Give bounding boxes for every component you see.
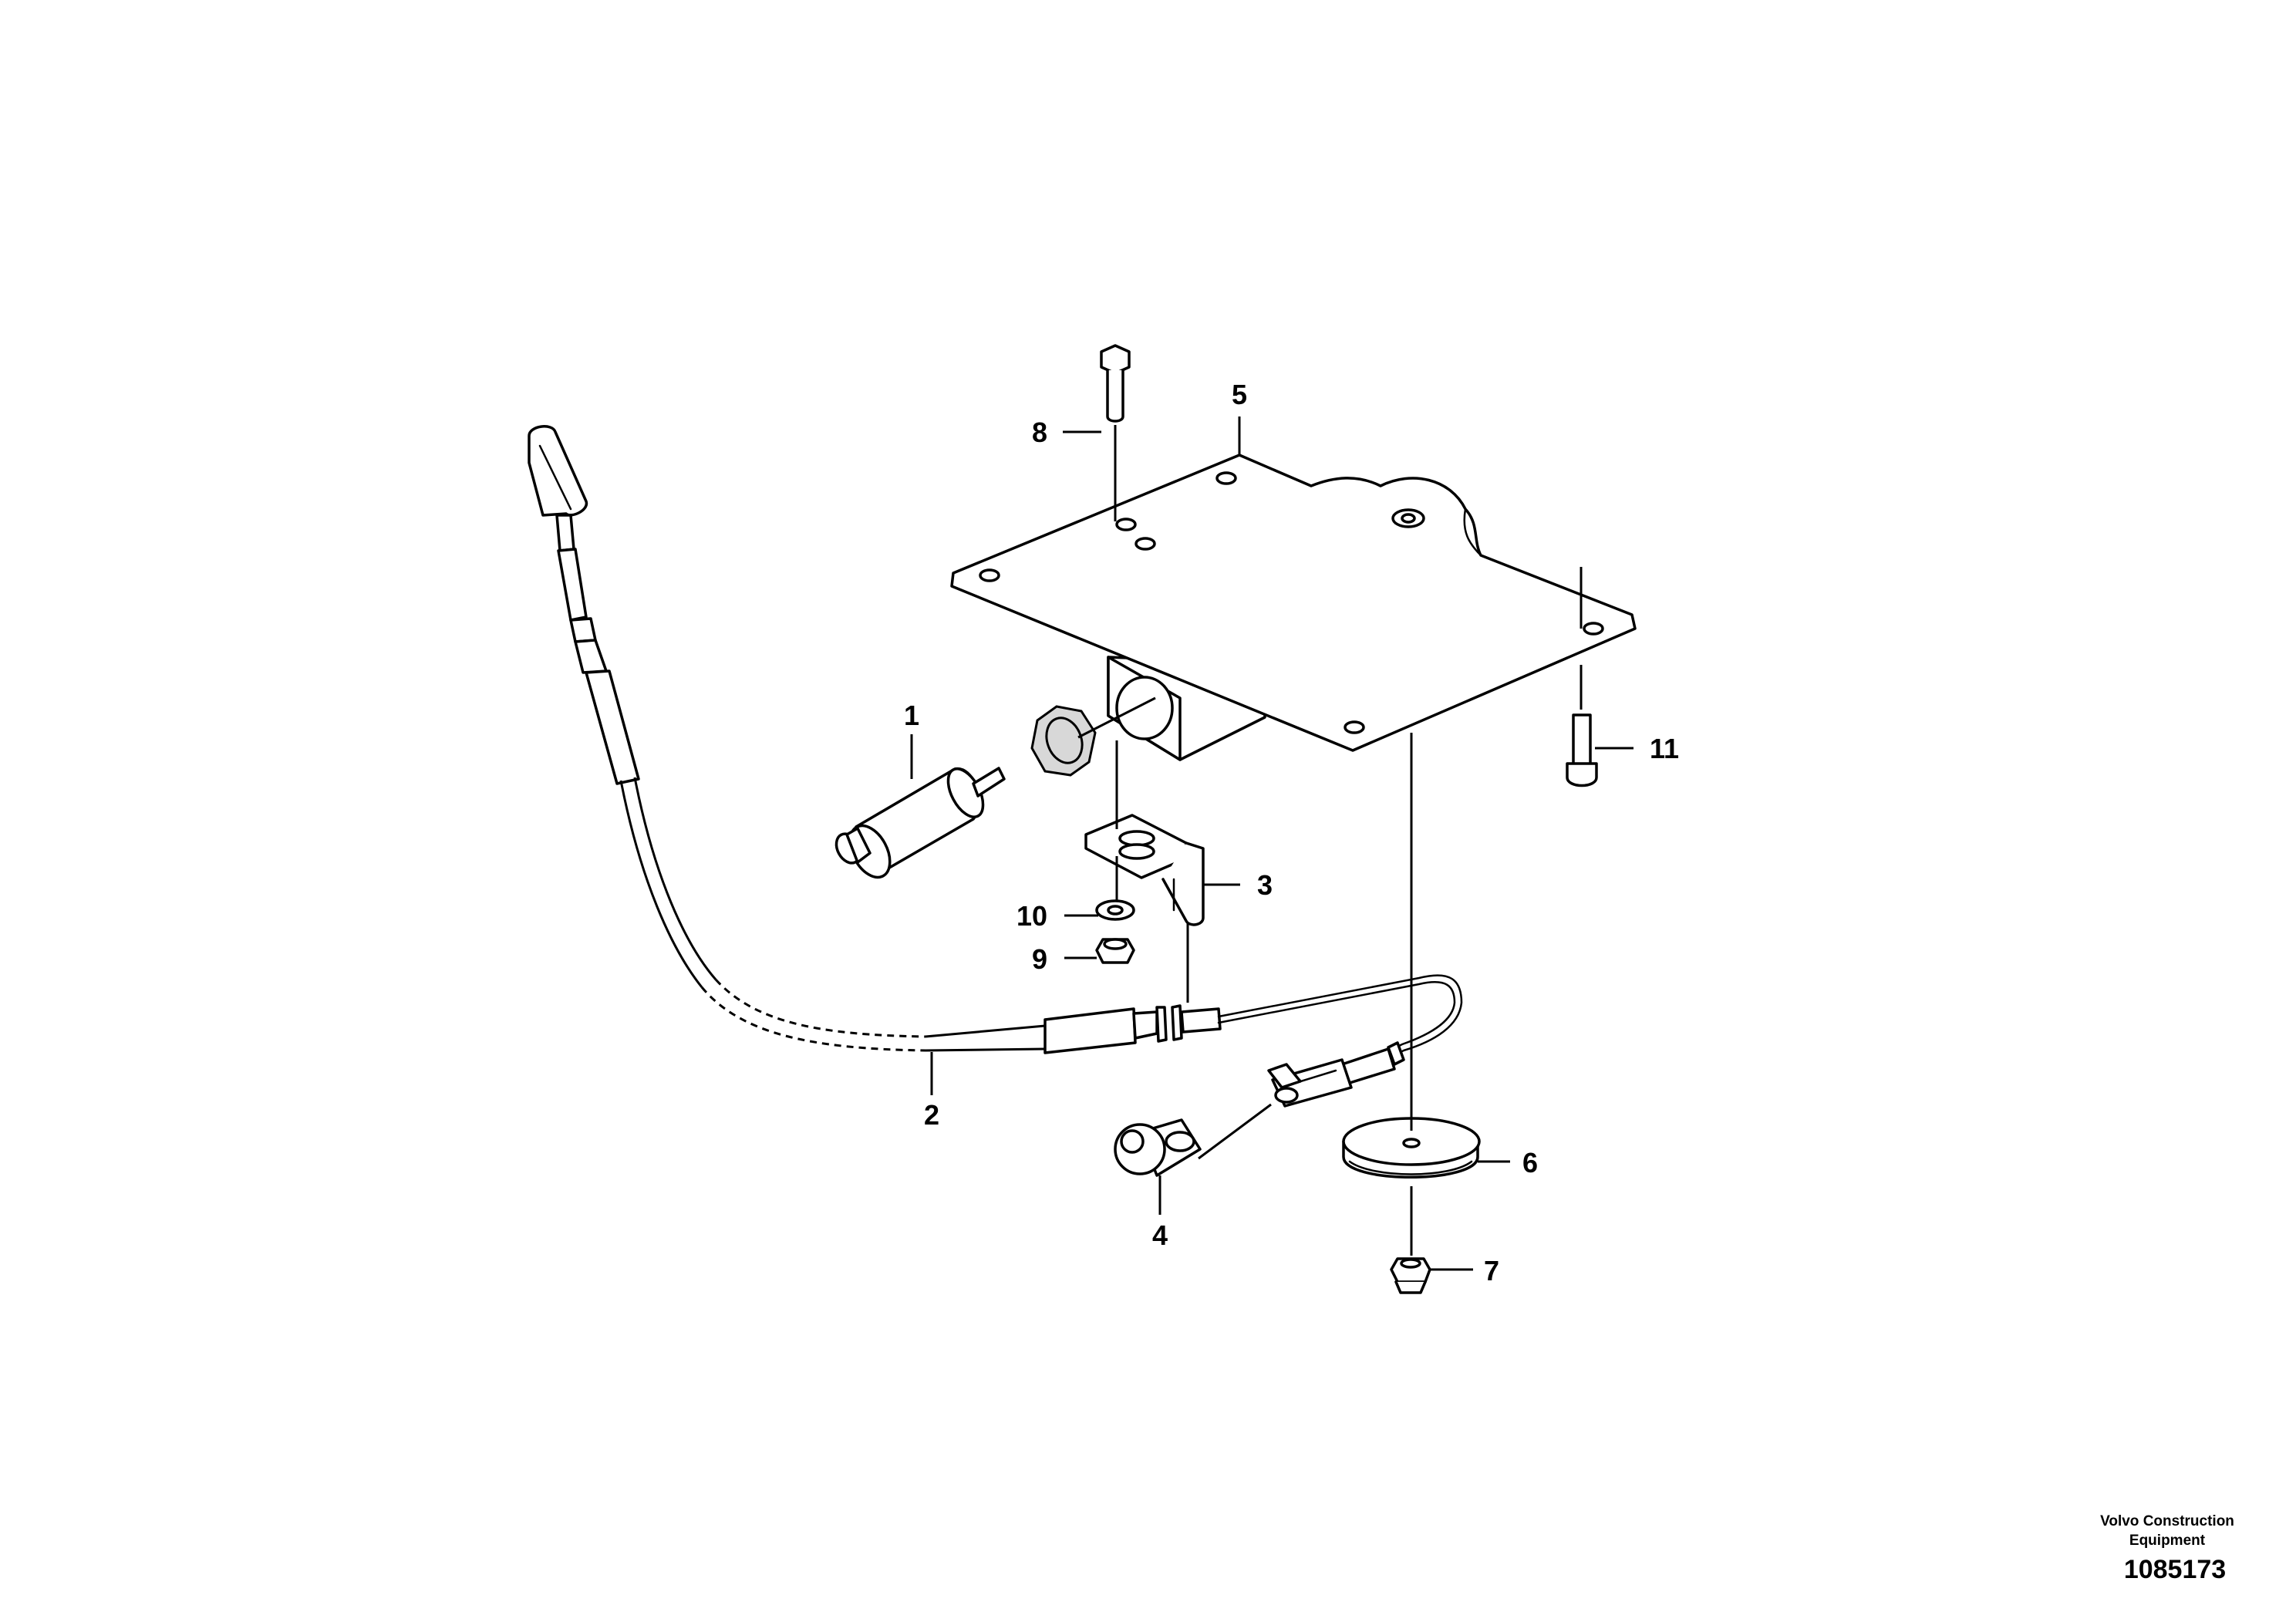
switch <box>834 767 1006 879</box>
lock-nut <box>1095 938 1135 964</box>
rubber-mount <box>1342 1117 1481 1179</box>
mounting-plate <box>950 454 1637 761</box>
callout-1: 1 <box>904 700 919 731</box>
callout-9: 9 <box>1032 943 1047 975</box>
callout-labels: 1 2 3 4 5 6 7 8 9 10 11 <box>904 379 1679 1286</box>
assembly-lines <box>1114 425 1583 1256</box>
callout-3: 3 <box>1257 869 1273 901</box>
callout-6: 6 <box>1522 1147 1538 1179</box>
callout-4: 4 <box>1152 1219 1168 1251</box>
hex-nut <box>1030 696 1156 777</box>
callout-5: 5 <box>1232 379 1247 410</box>
cable <box>528 425 1463 1108</box>
bracket <box>1084 814 1205 926</box>
callout-2: 2 <box>924 1099 939 1131</box>
bolt <box>1100 344 1131 423</box>
leader-lines <box>910 416 1633 1271</box>
flange-nut <box>1390 1257 1431 1294</box>
callout-7: 7 <box>1484 1255 1499 1286</box>
callout-8: 8 <box>1032 416 1047 448</box>
cable-end-fitting <box>1114 1103 1272 1177</box>
company-credit: Volvo Construction Equipment <box>2100 1513 2234 1549</box>
washer <box>1095 899 1135 921</box>
callout-10: 10 <box>1017 900 1047 932</box>
callout-11: 11 <box>1650 733 1679 764</box>
drawing-number: 1085173 <box>2123 1555 2227 1584</box>
screw <box>1566 713 1598 787</box>
